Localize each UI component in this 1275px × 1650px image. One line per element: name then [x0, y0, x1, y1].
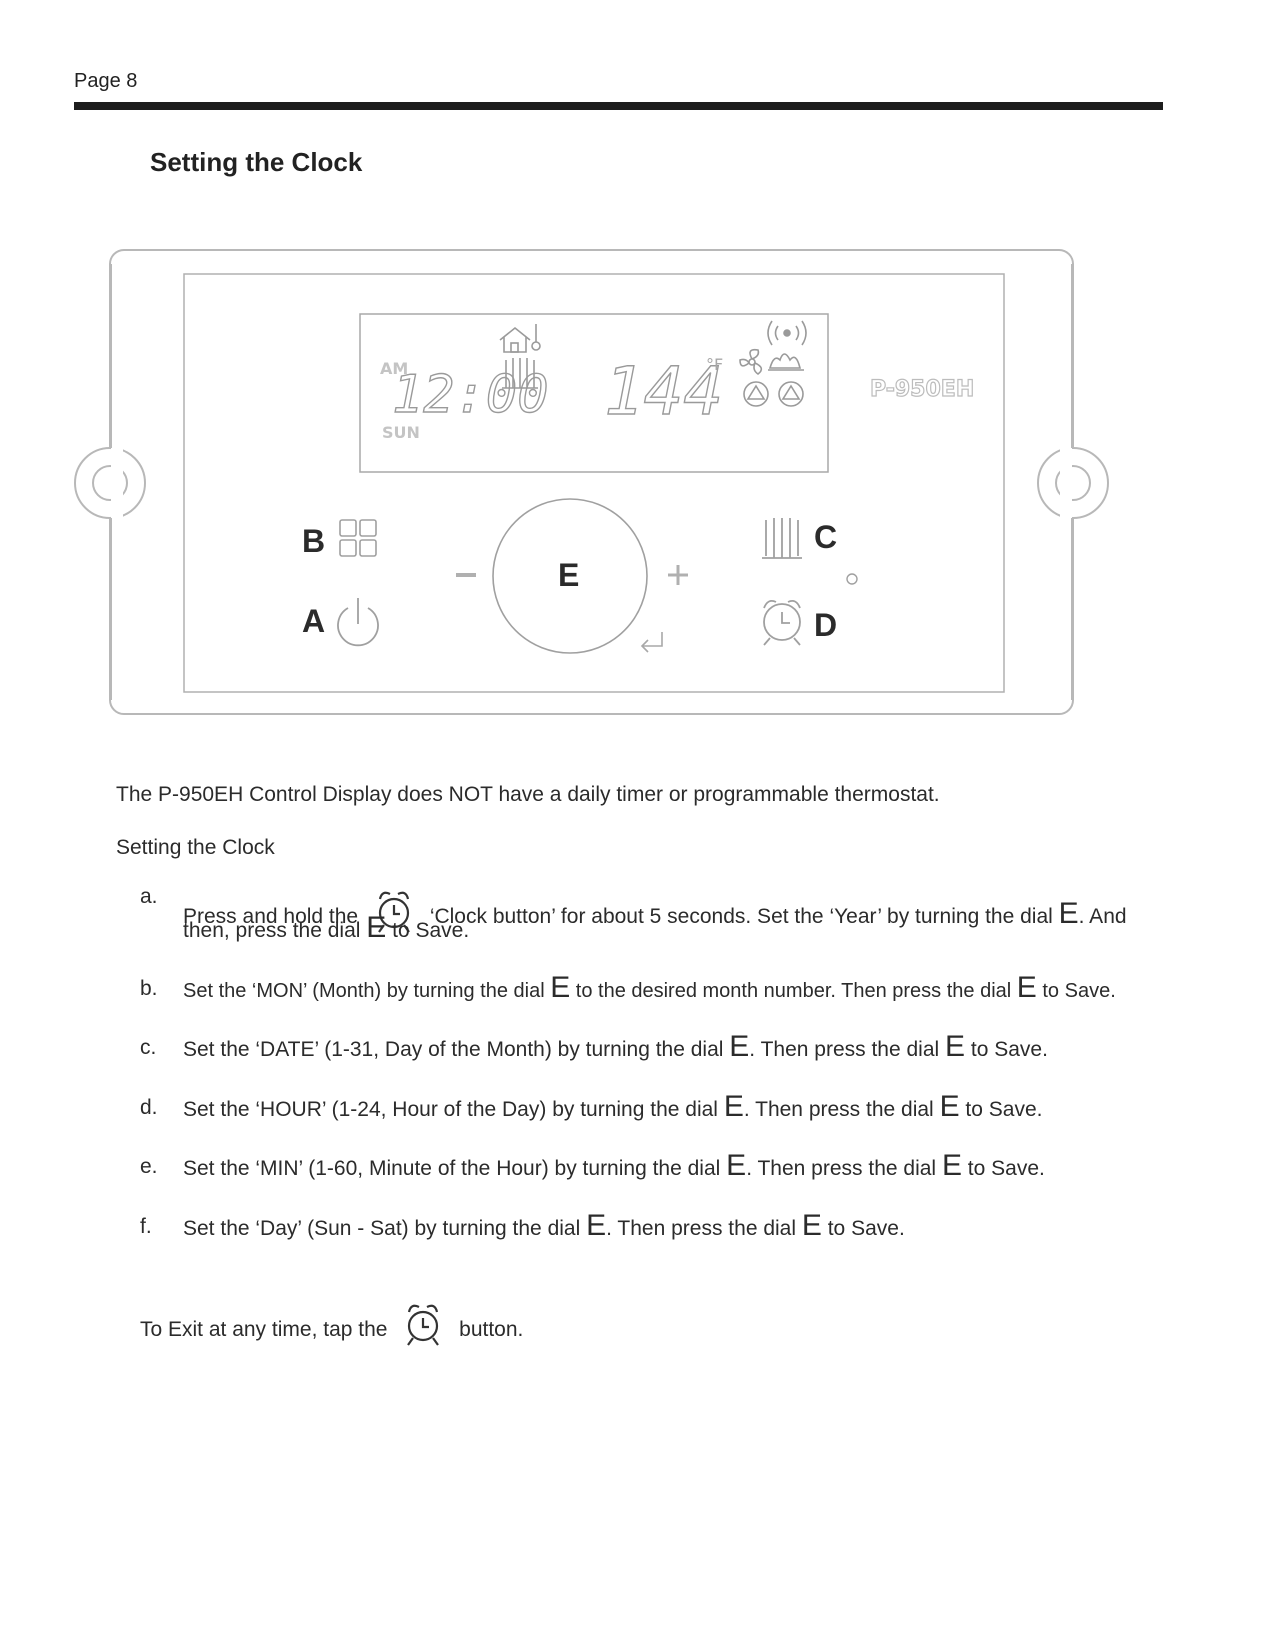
lcd-am: AM — [380, 359, 408, 378]
step-letter: a. — [140, 885, 158, 908]
alarm-clock-icon — [407, 1304, 440, 1346]
instructions-heading: Setting the Clock — [116, 836, 275, 859]
alarm-clock-icon — [763, 599, 801, 646]
step-letter: b. — [140, 977, 158, 1000]
lcd-unit: °F — [706, 355, 723, 374]
button-c-label: C — [814, 519, 837, 555]
radiator-icon — [502, 358, 538, 389]
button-a-label: A — [302, 603, 325, 639]
dial-e-label: E — [558, 557, 579, 593]
button-d-label: D — [814, 607, 837, 643]
exit-instruction: To Exit at any time, tap the button. — [140, 1298, 523, 1350]
mount-hole-left-icon — [74, 447, 146, 519]
alarm-clock-icon — [378, 891, 410, 933]
wireless-signal-icon — [767, 320, 807, 346]
lcd-time: 12:00 — [392, 365, 549, 425]
flame-icon — [768, 353, 804, 371]
dial-e — [492, 498, 648, 654]
intro-paragraph: The P-950EH Control Display does NOT hav… — [116, 783, 940, 806]
page-number: Page 8 — [74, 70, 138, 92]
control-panel-diagram: AM 12:00 SUN 144 °F P-950EH B — [74, 249, 1109, 715]
step-letter: f. — [140, 1215, 152, 1238]
blower-status-icon — [778, 381, 804, 407]
lcd-day: SUN — [382, 423, 420, 442]
indicator-led — [846, 573, 858, 585]
enter-arrow-icon — [640, 632, 663, 653]
fan-icon — [739, 348, 763, 375]
house-thermometer-icon — [499, 324, 541, 353]
plus-icon — [668, 565, 688, 585]
step-letter: d. — [140, 1096, 158, 1119]
panel-face — [183, 273, 1005, 693]
menu-grid-icon — [339, 519, 377, 557]
mount-hole-right-icon — [1037, 447, 1109, 519]
step-letter: e. — [140, 1155, 158, 1178]
step-letter: c. — [140, 1036, 157, 1059]
model-label: P-950EH — [870, 377, 974, 402]
heat-mode-icon — [762, 518, 802, 559]
button-b-label: B — [302, 523, 325, 559]
section-title: Setting the Clock — [150, 147, 363, 177]
pump-status-icon — [743, 381, 769, 407]
lcd-temperature: 144 — [604, 353, 723, 430]
lcd-screen — [359, 313, 829, 473]
power-icon — [337, 598, 379, 647]
header-rule — [74, 102, 1163, 110]
